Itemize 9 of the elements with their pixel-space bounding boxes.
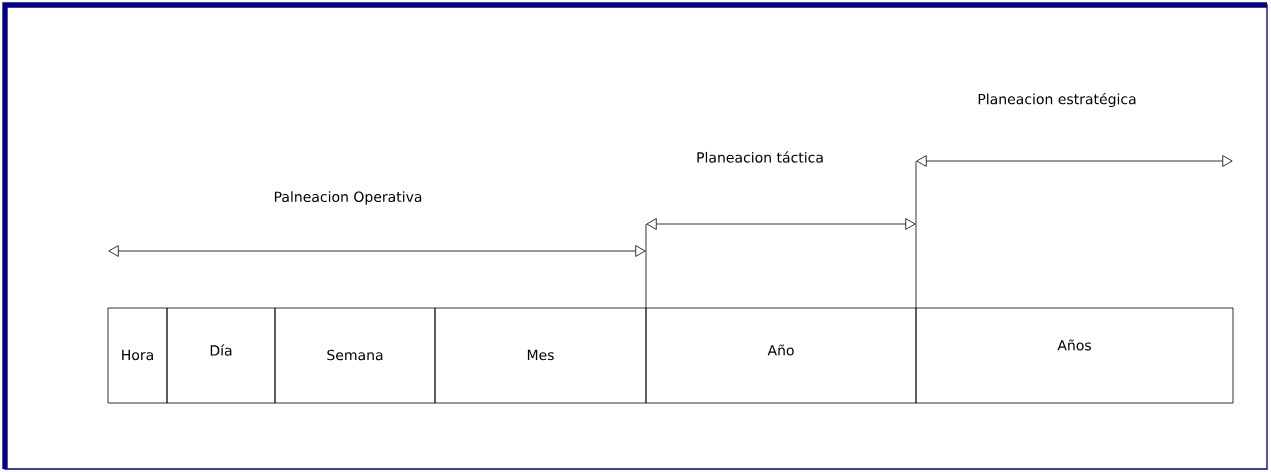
time-cell: Hora [107,307,168,404]
time-cell: Mes [434,307,647,404]
range-label: Planeacion táctica [697,151,823,163]
time-cell: Día [166,307,276,404]
range-label: Planeacion estratégica [978,92,1136,108]
time-cell: Semana [274,307,436,404]
time-cell: Año [645,307,917,404]
range-label: Palneacion Operativa [274,191,422,205]
time-cell: Años [915,307,1234,404]
